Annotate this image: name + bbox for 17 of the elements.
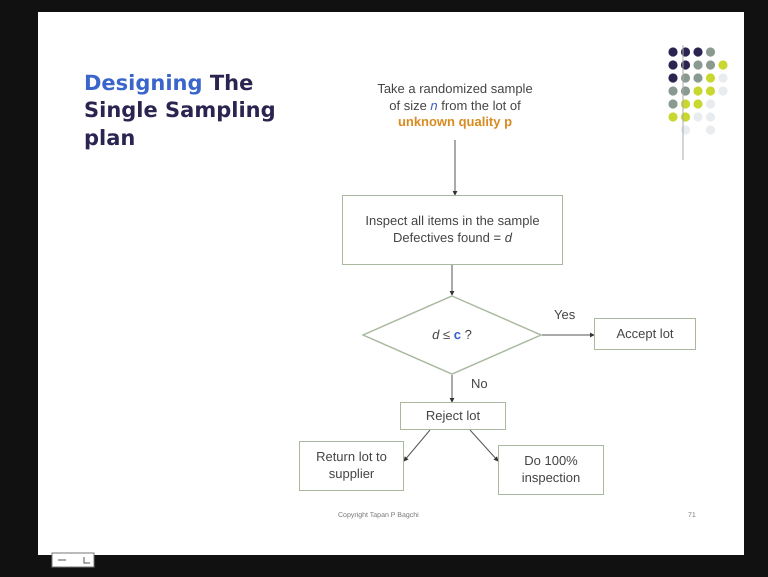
arrow [450, 264, 454, 296]
condition-text: d ≤ c ? [432, 326, 472, 344]
slide-title: Designing The Single Sampling plan [84, 70, 277, 152]
edge-label: No [470, 376, 489, 391]
arrow [450, 374, 454, 403]
process-box: Do 100% inspection [498, 445, 604, 495]
arrow [542, 332, 595, 338]
instruction-text: Take a randomized sample of size n from the lot of unknown quality p [376, 80, 534, 132]
process-box: Reject lot [400, 402, 506, 430]
decision-diamond [362, 295, 542, 375]
process-box: Inspect all items in the sample Defectives found = d [342, 195, 563, 265]
arrow [452, 140, 458, 196]
arrow [470, 430, 499, 462]
arrow [403, 430, 430, 462]
edge-label: Yes [553, 307, 576, 322]
process-box: Return lot to supplier [299, 441, 404, 491]
process-box: Accept lot [594, 318, 696, 350]
